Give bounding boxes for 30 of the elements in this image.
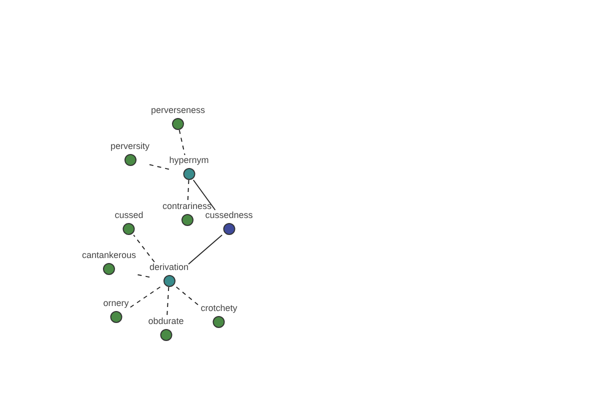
connector-line bbox=[133, 234, 155, 262]
graph-node bbox=[103, 298, 129, 323]
node-label: contrariness bbox=[162, 201, 212, 212]
connector-line bbox=[187, 180, 190, 202]
node-label: crotchety bbox=[200, 303, 238, 314]
graph-node bbox=[150, 105, 206, 130]
node-label: cantankerous bbox=[82, 250, 136, 261]
connector-line bbox=[192, 180, 216, 210]
node-label: obdurate bbox=[148, 316, 184, 327]
graph-node bbox=[205, 210, 253, 235]
graph-node bbox=[110, 141, 150, 166]
node-label: ornery bbox=[103, 298, 129, 309]
graph-node bbox=[148, 316, 184, 341]
connector-line bbox=[149, 164, 170, 170]
connector-line bbox=[128, 286, 161, 309]
connector-line bbox=[188, 234, 223, 265]
connector-line bbox=[166, 286, 170, 316]
node-label: hypernym bbox=[169, 155, 209, 166]
node-label: derivation bbox=[149, 262, 189, 273]
graph-node bbox=[114, 210, 144, 235]
connector-line bbox=[136, 274, 150, 278]
graph-node bbox=[200, 303, 238, 328]
connector-line bbox=[178, 130, 186, 156]
node-label: cussedness bbox=[205, 210, 253, 221]
node-label: perverseness bbox=[150, 105, 206, 116]
graph-node bbox=[82, 250, 136, 275]
node-label: cussed bbox=[114, 210, 144, 221]
node-label: perversity bbox=[110, 141, 150, 152]
graph-node bbox=[169, 155, 209, 180]
graph-node bbox=[149, 262, 189, 287]
